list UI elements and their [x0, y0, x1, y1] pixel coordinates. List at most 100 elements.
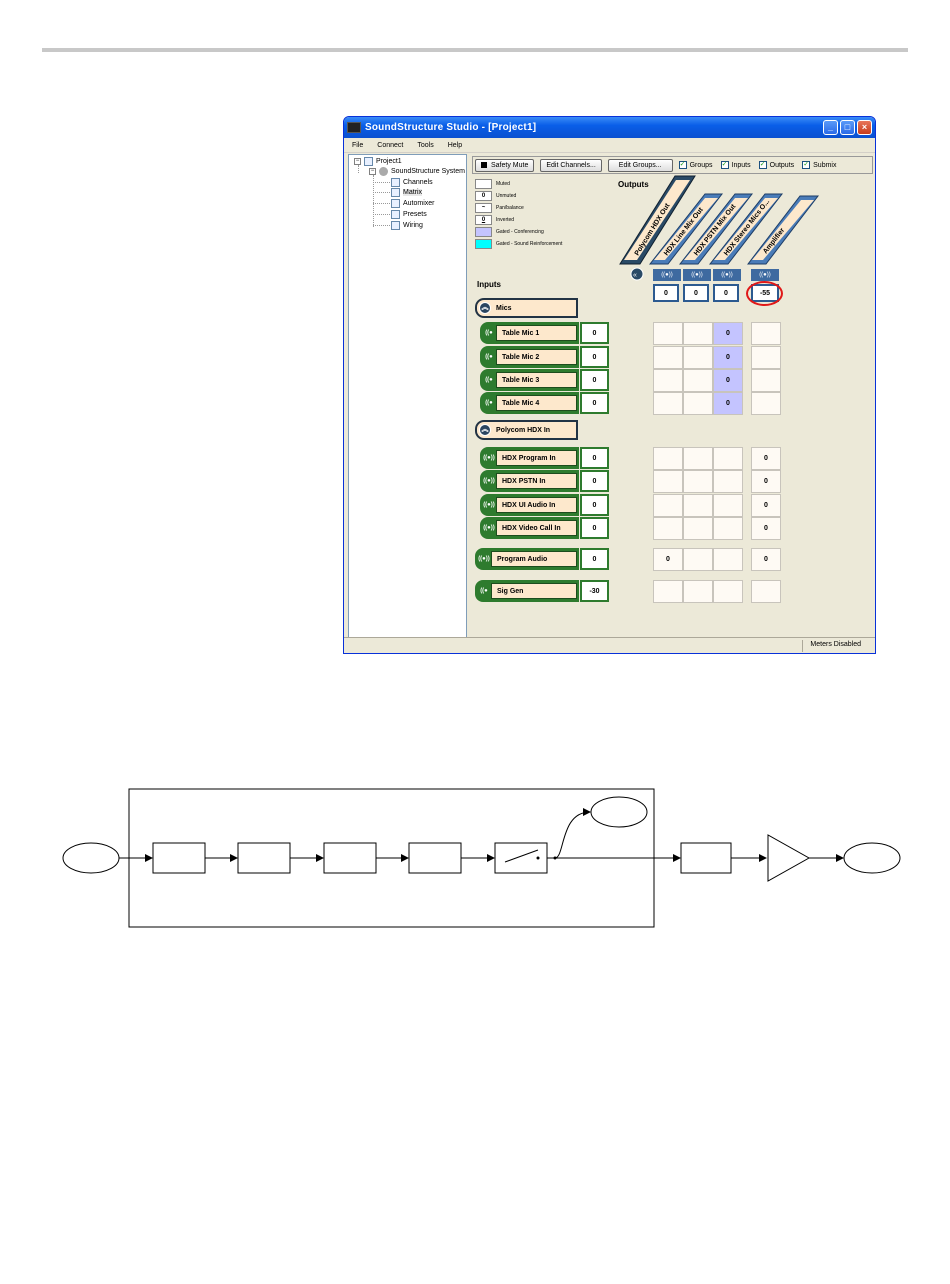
matrix-cell[interactable]: 0 — [653, 548, 683, 571]
output-gain-hdx-pstn-mix[interactable]: 0 — [683, 284, 709, 302]
matrix-cell[interactable] — [683, 580, 713, 603]
output-meter-icon[interactable]: ((●)) — [751, 269, 779, 281]
matrix-cell[interactable]: 0 — [751, 517, 781, 540]
tree-item-wiring[interactable]: Wiring — [391, 221, 423, 230]
edit-groups-button[interactable]: Edit Groups... — [607, 158, 673, 172]
check-icon[interactable]: ✓ — [678, 161, 687, 169]
matrix-cell[interactable] — [713, 447, 743, 470]
matrix-cell[interactable] — [653, 517, 683, 540]
matrix-cell[interactable] — [683, 322, 713, 345]
channel-gain[interactable]: 0 — [580, 494, 609, 516]
matrix-cell[interactable] — [653, 392, 683, 415]
matrix-cell[interactable] — [653, 494, 683, 517]
tree-item-channels[interactable]: Channels — [391, 178, 433, 187]
matrix-cell[interactable] — [751, 580, 781, 603]
channel-hdx-pstn-in[interactable]: ((●))HDX PSTN In — [480, 470, 579, 492]
matrix-cell[interactable] — [751, 322, 781, 345]
channel-gain[interactable]: 0 — [580, 470, 609, 492]
group-header-polycom-hdx-in[interactable]: ︽ Polycom HDX In — [475, 420, 578, 440]
channel-sig-gen[interactable]: ((●Sig Gen — [475, 580, 579, 602]
matrix-cell[interactable] — [751, 392, 781, 415]
check-icon[interactable]: ✓ — [720, 161, 729, 169]
channel-hdx-video-call-in[interactable]: ((●))HDX Video Call In — [480, 517, 579, 539]
channel-gain[interactable]: 0 — [580, 322, 609, 344]
group-header-mics[interactable]: ︽ Mics — [475, 298, 578, 318]
matrix-cell[interactable] — [683, 470, 713, 493]
title-bar[interactable]: SoundStructure Studio - [Project1] _ □ × — [344, 117, 875, 138]
output-meter-icon[interactable]: ((●)) — [713, 269, 741, 281]
matrix-cell[interactable] — [683, 548, 713, 571]
submix-checkbox[interactable]: ✓ Submix — [802, 161, 836, 169]
matrix-cell[interactable]: 0 — [713, 346, 743, 369]
output-gain-hdx-stereo-mics[interactable]: 0 — [713, 284, 739, 302]
menu-connect[interactable]: Connect — [377, 141, 404, 149]
channel-program-audio[interactable]: ((●))Program Audio — [475, 548, 579, 570]
menu-tools[interactable]: Tools — [417, 141, 434, 149]
tree-item-system[interactable]: − SoundStructure System — [369, 167, 465, 176]
channel-gain[interactable]: 0 — [580, 517, 609, 539]
outputs-checkbox[interactable]: ✓ Outputs — [758, 161, 794, 169]
channel-table-mic-1[interactable]: ((●Table Mic 1 — [480, 322, 579, 344]
matrix-cell[interactable] — [653, 322, 683, 345]
matrix-cell[interactable] — [713, 517, 743, 540]
minimize-button[interactable]: _ — [823, 120, 838, 135]
check-icon[interactable]: ✓ — [802, 161, 811, 169]
matrix-cell[interactable]: 0 — [751, 447, 781, 470]
safety-mute-button[interactable]: Safety Mute — [475, 158, 535, 172]
channel-gain[interactable]: 0 — [580, 346, 609, 368]
collapse-icon[interactable]: − — [354, 158, 361, 165]
output-meter-icon[interactable]: ((●)) — [653, 269, 681, 281]
matrix-cell[interactable]: 0 — [713, 322, 743, 345]
matrix-cell[interactable] — [713, 580, 743, 603]
channel-gain[interactable]: 0 — [580, 392, 609, 414]
menu-help[interactable]: Help — [447, 141, 463, 149]
tree-item-project[interactable]: − Project1 — [354, 157, 402, 166]
chevron-up-icon[interactable]: ︽ — [479, 302, 491, 314]
matrix-cell[interactable] — [653, 369, 683, 392]
matrix-cell[interactable]: 0 — [713, 369, 743, 392]
matrix-cell[interactable]: 0 — [751, 470, 781, 493]
matrix-cell[interactable] — [683, 494, 713, 517]
channel-table-mic-4[interactable]: ((●Table Mic 4 — [480, 392, 579, 414]
matrix-cell[interactable] — [751, 369, 781, 392]
matrix-cell[interactable] — [751, 346, 781, 369]
edit-channels-button[interactable]: Edit Channels... — [540, 158, 602, 172]
channel-hdx-program-in[interactable]: ((●))HDX Program In — [480, 447, 579, 469]
channel-gain[interactable]: 0 — [580, 548, 609, 570]
matrix-cell[interactable] — [713, 548, 743, 571]
matrix-cell[interactable] — [683, 346, 713, 369]
tree-item-automixer[interactable]: Automixer — [391, 199, 435, 208]
channel-hdx-ui-audio-in[interactable]: ((●))HDX UI Audio In — [480, 494, 579, 516]
channel-gain[interactable]: 0 — [580, 447, 609, 469]
matrix-cell[interactable] — [683, 392, 713, 415]
inputs-checkbox[interactable]: ✓ Inputs — [720, 161, 751, 169]
check-icon[interactable]: ✓ — [758, 161, 767, 169]
matrix-cell[interactable] — [683, 369, 713, 392]
maximize-button[interactable]: □ — [840, 120, 855, 135]
channel-gain[interactable]: 0 — [580, 369, 609, 391]
matrix-cell[interactable] — [653, 470, 683, 493]
matrix-cell[interactable] — [653, 447, 683, 470]
matrix-cell[interactable] — [683, 517, 713, 540]
output-meter-icon[interactable]: ((●)) — [683, 269, 711, 281]
tree-item-matrix[interactable]: Matrix — [391, 188, 423, 197]
matrix-cell[interactable] — [713, 470, 743, 493]
tree-item-presets[interactable]: Presets — [391, 210, 427, 219]
matrix-cell[interactable] — [653, 580, 683, 603]
close-button[interactable]: × — [857, 120, 872, 135]
matrix-cell[interactable]: 0 — [751, 548, 781, 571]
channel-gain[interactable]: -30 — [580, 580, 609, 602]
matrix-cell[interactable] — [683, 447, 713, 470]
matrix-cell[interactable]: 0 — [713, 392, 743, 415]
channel-table-mic-3[interactable]: ((●Table Mic 3 — [480, 369, 579, 391]
matrix-cell[interactable] — [653, 346, 683, 369]
matrix-cell[interactable]: 0 — [751, 494, 781, 517]
matrix-cell[interactable] — [713, 494, 743, 517]
chevron-up-icon[interactable]: ︽ — [479, 424, 491, 436]
collapse-icon[interactable]: − — [369, 168, 376, 175]
groups-checkbox[interactable]: ✓ Groups — [678, 161, 713, 169]
menu-file[interactable]: File — [352, 141, 364, 149]
output-gain-hdx-line-mix[interactable]: 0 — [653, 284, 679, 302]
collapse-output-icon[interactable] — [630, 267, 644, 281]
output-header-polycom-hdx-out[interactable]: Polycom HDX Out — [619, 175, 696, 265]
